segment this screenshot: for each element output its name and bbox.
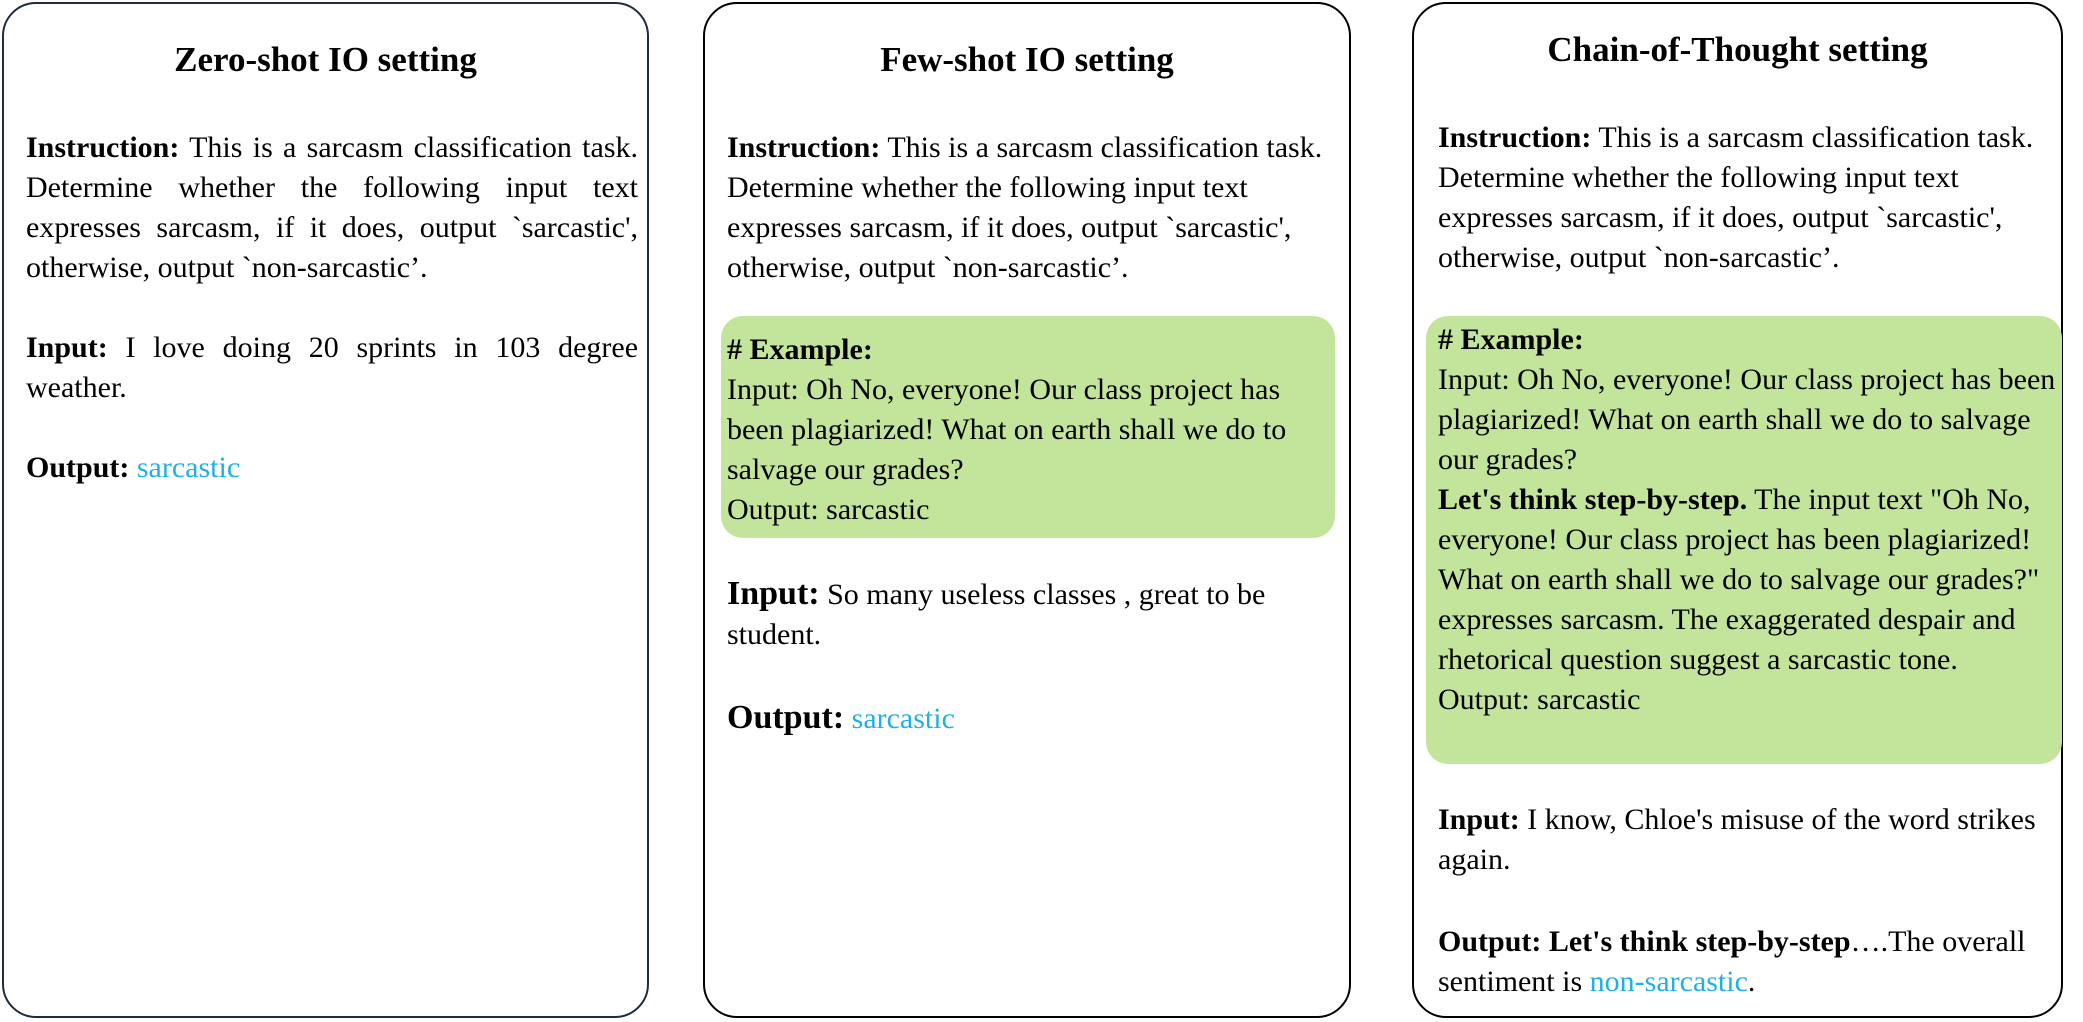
few-shot-panel: Few-shot IO setting Instruction: This is… xyxy=(703,2,1351,1018)
instruction-text: This is a sarcasm classification task. D… xyxy=(1438,121,2034,274)
example-label: # Example: xyxy=(727,333,873,366)
input-block: Input: I love doing 20 sprints in 103 de… xyxy=(26,328,638,408)
output-answer: sarcastic xyxy=(851,702,955,735)
input-block: Input: So many useless classes , great t… xyxy=(727,574,1339,655)
example-output: Output: sarcastic xyxy=(727,493,930,526)
output-label: Output: xyxy=(727,699,845,736)
example-label: # Example: xyxy=(1438,323,1584,356)
input-label: Input: xyxy=(727,575,820,612)
output-label: Output: Let's think step-by-step xyxy=(1438,925,1851,958)
panel-title: Few-shot IO setting xyxy=(880,40,1174,79)
cot-text: The input text "Oh No, everyone! Our cla… xyxy=(1438,483,2040,676)
input-text: I love doing 20 sprints in 103 degree we… xyxy=(26,331,639,404)
cot-label: Let's think step-by-step. xyxy=(1438,483,1748,516)
example-box: # Example: Input: Oh No, everyone! Our c… xyxy=(721,316,1335,538)
output-end: . xyxy=(1747,965,1756,998)
example-content: # Example: Input: Oh No, everyone! Our c… xyxy=(1438,320,2056,720)
input-text: I know, Chloe's misuse of the word strik… xyxy=(1438,803,2036,876)
chain-of-thought-panel: Chain-of-Thought setting Instruction: Th… xyxy=(1412,2,2063,1018)
example-content: # Example: Input: Oh No, everyone! Our c… xyxy=(727,330,1329,530)
instruction-label: Instruction: xyxy=(1438,121,1592,154)
output-answer: sarcastic xyxy=(136,451,241,484)
input-label: Input: xyxy=(26,331,108,364)
instruction-block: Instruction: This is a sarcasm classific… xyxy=(26,128,638,288)
instruction-block: Instruction: This is a sarcasm classific… xyxy=(1438,118,2048,278)
output-mid: ….The overall sentiment is xyxy=(1438,925,2026,998)
output-block: Output: sarcastic xyxy=(727,698,1339,739)
example-box: # Example: Input: Oh No, everyone! Our c… xyxy=(1426,316,2062,764)
example-input: Input: Oh No, everyone! Our class projec… xyxy=(727,373,1287,486)
output-answer: non-sarcastic xyxy=(1589,965,1748,998)
example-input: Input: Oh No, everyone! Our class projec… xyxy=(1438,363,2056,476)
input-label: Input: xyxy=(1438,803,1520,836)
panel-title: Zero-shot IO setting xyxy=(174,40,477,79)
input-block: Input: I know, Chloe's misuse of the wor… xyxy=(1438,800,2038,880)
instruction-text: This is a sarcasm classification task. D… xyxy=(26,131,638,284)
instruction-label: Instruction: xyxy=(727,131,881,164)
input-text: So many useless classes , great to be st… xyxy=(727,578,1266,651)
output-block: Output: Let's think step-by-step….The ov… xyxy=(1438,922,2038,1002)
instruction-text: This is a sarcasm classification task. D… xyxy=(727,131,1323,284)
instruction-block: Instruction: This is a sarcasm classific… xyxy=(727,128,1339,288)
instruction-label: Instruction: xyxy=(26,131,180,164)
zero-shot-panel: Zero-shot IO setting Instruction: This i… xyxy=(2,2,649,1018)
output-label: Output: xyxy=(26,451,130,484)
example-output: Output: sarcastic xyxy=(1438,683,1641,716)
output-block: Output: sarcastic xyxy=(26,448,638,488)
panel-title: Chain-of-Thought setting xyxy=(1547,30,1928,69)
